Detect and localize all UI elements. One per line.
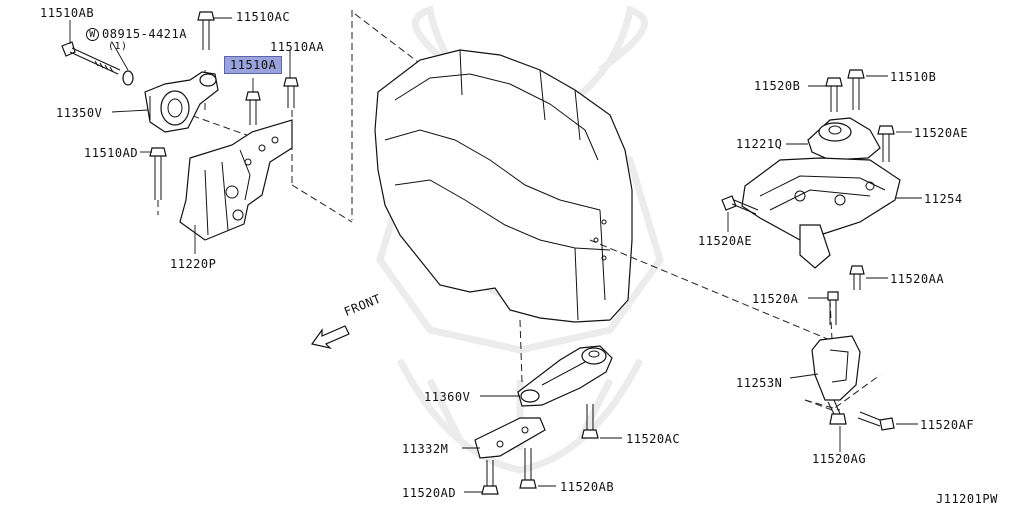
washer-08915 [122,70,134,86]
label-11510aa: 11510AA [270,40,325,54]
bracket-11332m [474,417,546,459]
bolt-11510a [245,91,261,125]
bracket-11220p [179,119,293,241]
label-11510a-highlighted[interactable]: 11510A [224,56,283,74]
label-11221q: 11221Q [736,137,783,151]
torque-rod-11360v [517,345,613,407]
bolt-11520ad [481,460,499,495]
label-11520af: 11520AF [920,418,975,432]
bolt-11510ab [61,41,121,75]
leader-lines [69,17,922,493]
bolt-11520ae-left [721,195,759,215]
label-11332m: 11332M [402,442,449,456]
label-11220p: 11220P [170,257,217,271]
bolt-11520af [857,411,895,431]
label-11254: 11254 [924,192,963,206]
upper-mount-11350v [144,71,219,133]
engine-block [374,49,633,323]
front-arrow-icon [310,325,350,350]
label-11520aa: 11520AA [890,272,945,286]
bolt-11520b [825,77,843,112]
label-11520ad: 11520AD [402,486,457,500]
label-11520ag: 11520AG [812,452,867,466]
stud-11520a [827,291,839,325]
bolt-11520ac [581,404,599,439]
bolt-11510b [847,69,865,110]
label-11520ab: 11520AB [560,480,615,494]
label-11520a: 11520A [752,292,799,306]
label-11520ae-left: 11520AE [698,234,753,248]
bolt-11520ab [519,448,537,489]
bolt-11520aa [849,265,865,290]
bolt-11510ad [149,147,167,215]
label-11520b: 11520B [754,79,801,93]
bolt-11510ac [197,11,215,50]
bracket-11253n [811,335,861,401]
label-11510ab: 11510AB [40,6,95,20]
label-11510b: 11510B [890,70,937,84]
label-11253n: 11253N [736,376,783,390]
bracket-11254 [741,157,901,269]
washer-symbol-icon: W [86,28,99,41]
label-11510ac: 11510AC [236,10,291,24]
label-11510ad: 11510AD [84,146,139,160]
diagram-code: J11201PW [936,492,998,506]
bolt-11520ae-right [877,125,895,162]
bolt-11520ag [827,399,847,425]
label-11520ae-right: 11520AE [914,126,969,140]
label-08915-qty: (1) [108,41,128,52]
label-11360v: 11360V [424,390,471,404]
bolt-11510aa [283,77,299,108]
label-11350v: 11350V [56,106,103,120]
mount-11221q [807,117,881,161]
label-11520ac: 11520AC [626,432,681,446]
label-08915-4421a: 08915-4421A [102,27,187,41]
